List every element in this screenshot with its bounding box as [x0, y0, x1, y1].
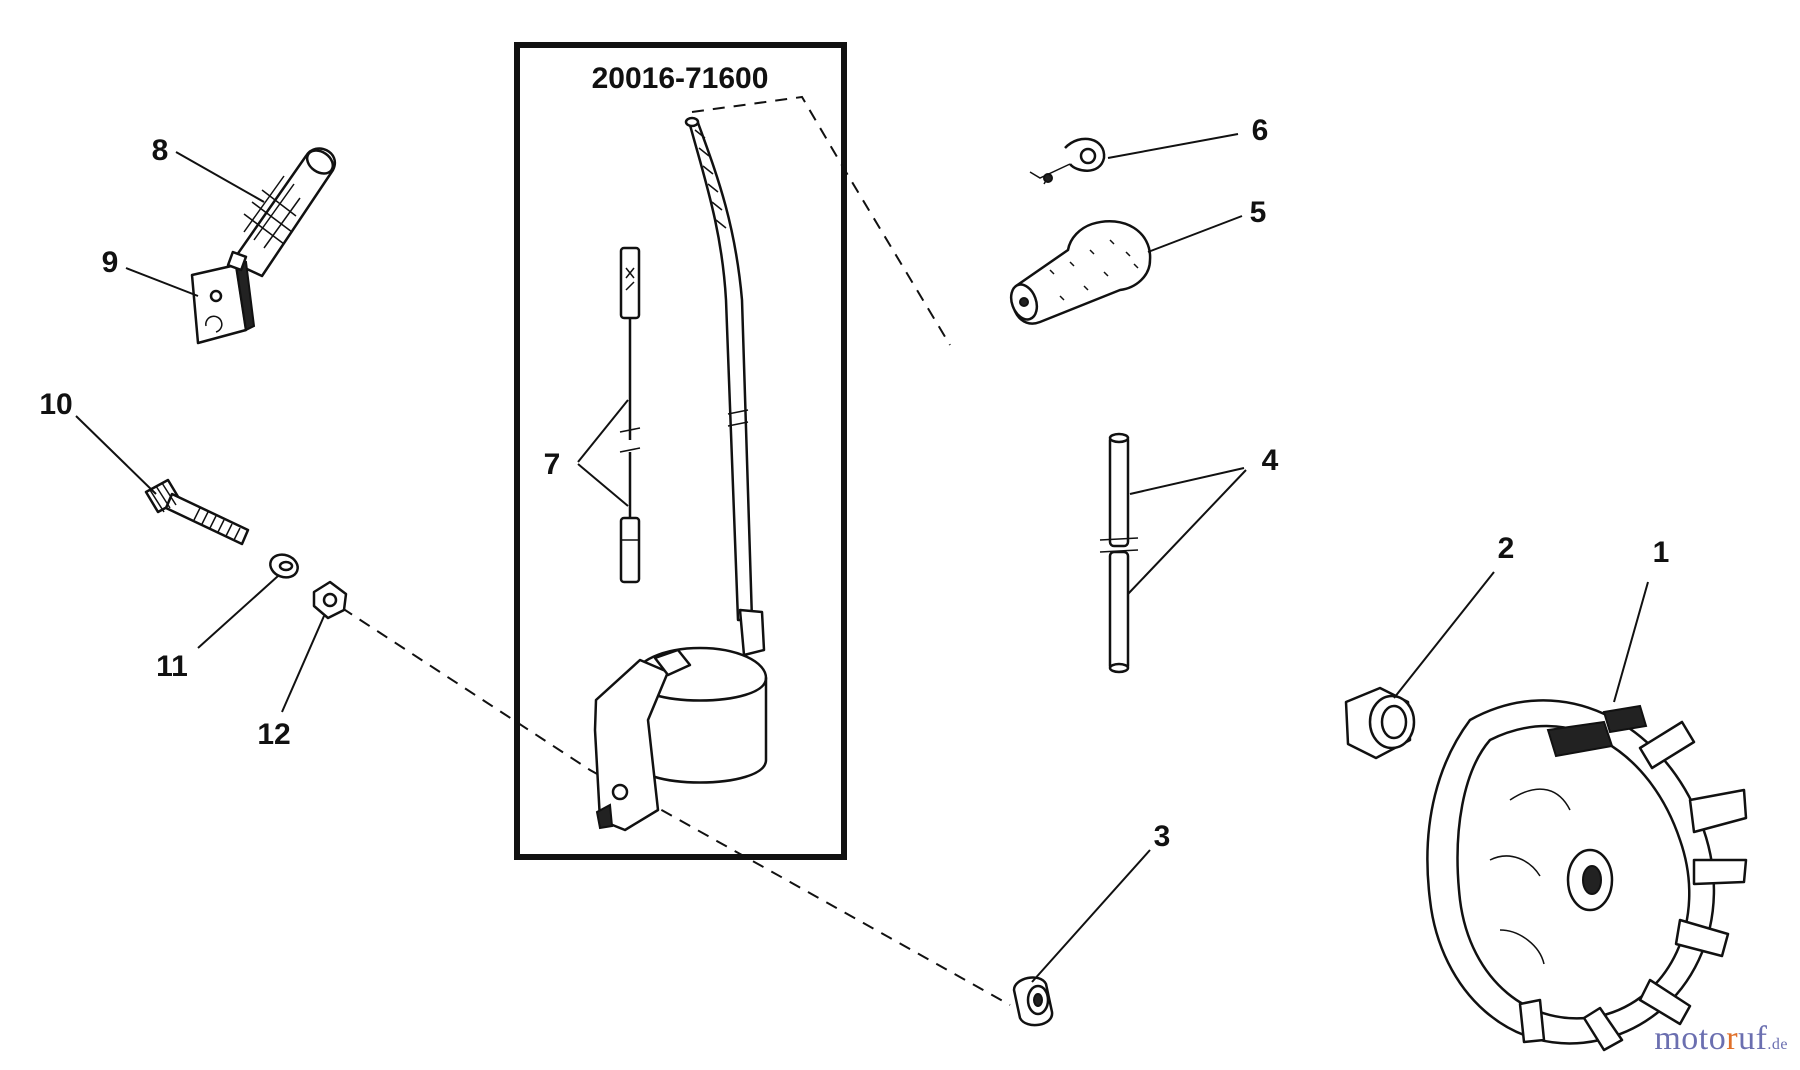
flywheel: [1426, 699, 1748, 1052]
callout-3: 3: [1154, 820, 1171, 853]
spring-clip: [1029, 137, 1106, 185]
watermark-part3: uf: [1738, 1020, 1768, 1057]
callout-6: 6: [1252, 114, 1269, 147]
dash-line-nut-to-collar: [341, 607, 1011, 1006]
callout-12: 12: [257, 718, 290, 751]
dowel-pins: [1099, 432, 1139, 674]
callout-5: 5: [1250, 196, 1267, 229]
callout-9: 9: [102, 246, 119, 279]
site-watermark: motoruf.de: [1654, 1020, 1788, 1058]
terminal: [190, 250, 256, 345]
callout-7: 7: [544, 448, 561, 481]
lead-cap: [230, 147, 337, 278]
leader-1: [1613, 581, 1649, 703]
dash-line-wire-to-boot: [691, 95, 951, 346]
kit-part-number: 20016-71600: [592, 62, 769, 95]
spark-plug-boot: [1009, 219, 1152, 325]
callout-8: 8: [152, 134, 169, 167]
leader-10: [75, 415, 157, 495]
leader-7a: [577, 399, 629, 463]
callout-1: 1: [1653, 536, 1670, 569]
leader-2: [1393, 571, 1495, 699]
hex-nut: [312, 580, 348, 620]
watermark-part2: r: [1726, 1020, 1739, 1057]
leader-4b: [1127, 469, 1247, 595]
callout-10: 10: [39, 388, 72, 421]
watermark-part1: moto: [1654, 1020, 1727, 1057]
collar: [1012, 976, 1054, 1027]
leader-11: [197, 575, 279, 649]
leader-8: [175, 151, 265, 203]
flywheel-nut: [1344, 686, 1416, 760]
leader-12: [281, 615, 325, 713]
leader-6: [1107, 133, 1239, 159]
washer: [269, 553, 299, 579]
leader-5: [1147, 215, 1243, 253]
kit-frame: [514, 42, 847, 860]
leader-9: [125, 267, 199, 297]
watermark-suffix: .de: [1767, 1036, 1788, 1053]
callout-2: 2: [1498, 532, 1515, 565]
leader-4a: [1129, 467, 1245, 495]
callout-11: 11: [156, 650, 188, 683]
callout-4: 4: [1262, 444, 1279, 477]
ignition-coil: [593, 116, 768, 832]
mounting-screw: [144, 478, 250, 546]
leader-3: [1031, 849, 1151, 983]
leader-7b: [577, 463, 629, 507]
wire-lead: [619, 246, 641, 584]
